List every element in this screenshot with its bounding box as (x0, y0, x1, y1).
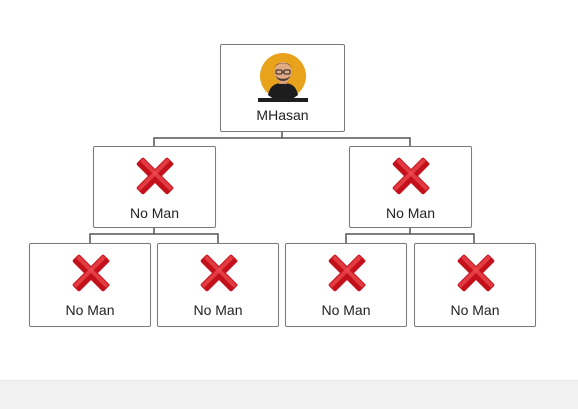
x-mark-icon (392, 157, 430, 195)
avatar-underline (258, 98, 308, 102)
node-root[interactable]: MHasan (220, 44, 345, 132)
node-level2-1[interactable]: No Man (29, 243, 151, 327)
avatar-icon (260, 53, 306, 99)
node-level1-left-name: No Man (129, 205, 180, 221)
node-level1-right-name: No Man (385, 205, 436, 221)
bottom-bar (0, 380, 578, 409)
node-level1-right[interactable]: No Man (349, 146, 472, 228)
x-mark-icon (328, 254, 366, 292)
node-level2-3[interactable]: No Man (285, 243, 407, 327)
x-mark-icon (457, 254, 495, 292)
x-mark-icon (72, 254, 110, 292)
node-level2-2-name: No Man (193, 302, 243, 318)
connector-left-children (89, 228, 219, 243)
x-mark-icon (136, 157, 174, 195)
node-level2-3-name: No Man (321, 302, 371, 318)
node-level1-left[interactable]: No Man (93, 146, 216, 228)
connector-root-children (153, 132, 411, 146)
node-level2-4[interactable]: No Man (414, 243, 536, 327)
connector-right-children (345, 228, 475, 243)
node-level2-4-name: No Man (450, 302, 500, 318)
node-level2-2[interactable]: No Man (157, 243, 279, 327)
node-level2-1-name: No Man (65, 302, 115, 318)
x-mark-icon (200, 254, 238, 292)
node-root-name: MHasan (256, 107, 309, 123)
